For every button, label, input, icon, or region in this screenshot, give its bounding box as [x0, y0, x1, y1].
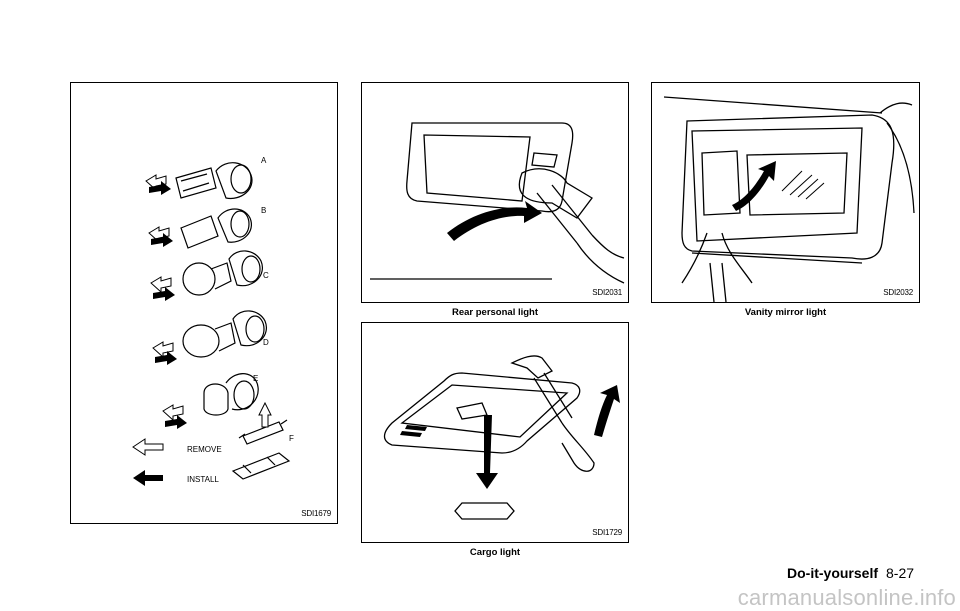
figure-code: SDI2031 — [592, 288, 622, 297]
cargo-light-illustration — [383, 355, 620, 520]
bulb-a — [175, 162, 253, 200]
vanity-mirror-light-figure: SDI2032 — [651, 82, 920, 303]
label-a: A — [261, 156, 267, 165]
page-footer: Do-it-yourself 8-27 — [787, 565, 914, 581]
label-b: B — [261, 206, 266, 215]
rear-personal-light-figure: SDI2031 — [361, 82, 629, 303]
rear-personal-light-illustration — [370, 122, 625, 284]
vanity-mirror-light-illustration — [663, 96, 915, 303]
bulb-b — [180, 208, 252, 249]
label-f: F — [289, 434, 294, 443]
cargo-light-caption: Cargo light — [469, 547, 521, 558]
figure-code: SDI1679 — [301, 509, 331, 518]
section-title: Do-it-yourself — [787, 565, 878, 581]
figure-code: SDI2032 — [883, 288, 913, 297]
watermark: carmanualsonline.info — [737, 585, 956, 610]
label-e: E — [253, 374, 258, 383]
label-d: D — [263, 338, 269, 347]
vanity-mirror-light-caption: Vanity mirror light — [744, 307, 827, 318]
legend-install-label: INSTALL — [187, 475, 219, 484]
label-c: C — [263, 271, 269, 280]
bulb-types-illustration: A B C D E F REMOVE INSTALL — [132, 156, 294, 486]
legend-remove-label: REMOVE — [187, 445, 222, 454]
bulb-c — [182, 250, 263, 296]
rear-personal-light-caption: Rear personal light — [451, 307, 539, 318]
cargo-light-figure: SDI1729 — [361, 322, 629, 543]
page-number: 8-27 — [886, 565, 915, 581]
bulb-d — [182, 310, 267, 358]
socket-f — [231, 452, 291, 480]
figure-code: SDI1729 — [592, 528, 622, 537]
bulb-e — [203, 373, 259, 416]
bulb-types-figure: A B C D E F REMOVE INSTALL SDI1679 — [70, 82, 338, 524]
